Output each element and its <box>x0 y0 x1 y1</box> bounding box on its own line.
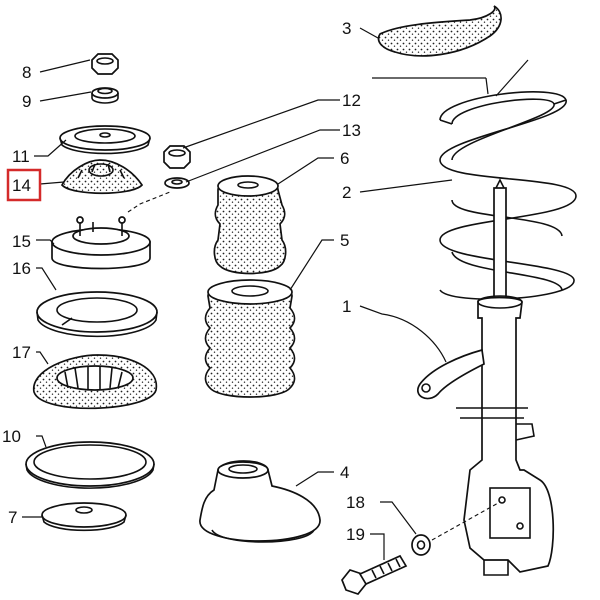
part-18-washer <box>411 534 431 556</box>
part-14-strut-mount <box>60 159 144 195</box>
part-8-nut <box>91 53 119 75</box>
callout-8: 8 <box>22 63 31 82</box>
callout-16: 16 <box>12 259 31 278</box>
part-13-washer <box>164 177 190 189</box>
part-17-spring-seat <box>33 354 158 410</box>
part-1-strut-body <box>417 295 555 576</box>
part-5-dust-boot <box>204 279 296 398</box>
callout-18: 18 <box>346 493 365 512</box>
part-16-bearing <box>36 291 158 338</box>
part-19-bolt <box>341 554 408 595</box>
part-3-insulator <box>377 5 502 57</box>
callout-9: 9 <box>22 92 31 111</box>
part-10-ring <box>25 441 155 489</box>
callout-14: 14 <box>12 176 31 195</box>
part-2-coil-spring <box>439 91 577 300</box>
part-11-cup <box>59 125 151 155</box>
leader-lines <box>22 27 529 560</box>
callout-10: 10 <box>2 427 21 446</box>
part-15-mount-plate <box>51 216 151 270</box>
highlight-box-14 <box>6 168 42 202</box>
callout-5: 5 <box>340 231 349 250</box>
callout-11: 11 <box>12 147 30 166</box>
part-7-bump-plate <box>41 502 127 532</box>
callout-12: 12 <box>342 91 361 110</box>
callout-4: 4 <box>340 463 349 482</box>
callout-1: 1 <box>342 297 351 316</box>
part-9-washer <box>91 87 119 104</box>
part-12-nut <box>163 145 191 169</box>
part-6-bump-stop <box>213 175 287 275</box>
callout-15: 15 <box>12 232 31 251</box>
callout-17: 17 <box>12 343 31 362</box>
callout-6: 6 <box>340 149 349 168</box>
callout-3: 3 <box>342 19 351 38</box>
callout-7: 7 <box>8 508 17 527</box>
part-strut-rod <box>493 178 507 301</box>
callout-2: 2 <box>342 183 351 202</box>
callout-19: 19 <box>346 525 365 544</box>
part-4-buffer <box>199 460 321 543</box>
callout-13: 13 <box>342 121 361 140</box>
